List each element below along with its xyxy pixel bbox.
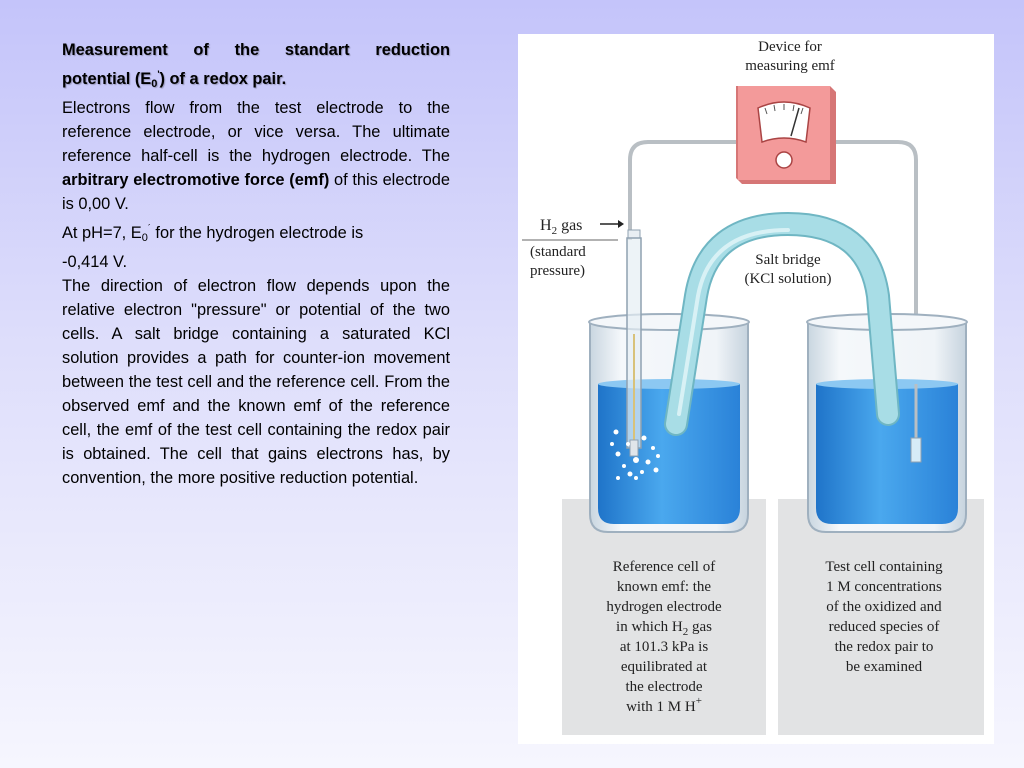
electrochemical-cell-figure: H2 gas (standard pressure) Device for me…	[518, 34, 994, 744]
reference-caption-line-3: hydrogen electrode	[606, 599, 722, 615]
paragraph-2-value: -0,414 V.	[62, 253, 128, 271]
h2-arrow-head	[618, 220, 624, 228]
test-caption-line-2: 1 M concentrations	[826, 579, 942, 595]
reference-caption-line-8: with 1 M H+	[626, 695, 702, 715]
paragraph-1: Electrons flow from the test electrode t…	[62, 96, 450, 216]
reference-caption-line-2: known emf: the	[617, 579, 711, 595]
title-superscript: '	[157, 69, 160, 79]
right-wire	[830, 140, 918, 384]
title-line-2-prefix: potential (E	[62, 70, 152, 88]
title-line-2-suffix: ) of a redox pair.	[159, 70, 287, 88]
meter-needle	[790, 107, 800, 137]
hydrogen-electrode-plate	[629, 439, 639, 457]
meter-knob	[775, 151, 793, 169]
title-subscript: 0	[151, 78, 158, 90]
h2-note-line-2: pressure)	[530, 263, 585, 279]
meter-scale-ticks	[764, 104, 804, 115]
title-line-1: Measurement of the standart reduction	[62, 41, 450, 59]
test-caption-line-4: reduced species of	[829, 619, 940, 635]
test-cell-panel	[778, 499, 984, 735]
paragraph-2-suffix: for the hydrogen electrode is	[150, 224, 364, 242]
meter-dial	[757, 101, 811, 144]
test-cell-caption: Test cell containing 1 M concentrations …	[825, 559, 943, 675]
salt-bridge-label-line-1: Salt bridge	[755, 252, 821, 268]
salt-bridge-label-line-2: (KCl solution)	[744, 271, 831, 287]
reference-caption-line-6: equilibrated at	[621, 659, 708, 675]
test-electrode	[910, 437, 922, 463]
test-caption-line-3: of the oxidized and	[826, 599, 942, 615]
salt-bridge-highlight	[677, 228, 790, 416]
paragraph-2-superscript: ´	[147, 223, 151, 233]
text-column: Measurement of the standart reduction po…	[62, 38, 450, 490]
paragraph-1-tail: of this electrode is 0,00 V.	[62, 171, 450, 213]
reference-cell-panel	[562, 499, 766, 735]
right-solution	[816, 384, 958, 524]
reference-caption-line-7: the electrode	[625, 679, 702, 695]
salt-bridge	[666, 213, 898, 434]
paragraph-1-text: Electrons flow from the test electrode t…	[62, 99, 450, 165]
left-solution-surface	[598, 379, 740, 389]
paragraph-2-subscript: 0	[141, 232, 148, 244]
h2-note-line-1: (standard	[530, 244, 586, 260]
device-label-line-1: Device for	[758, 39, 822, 55]
cell-diagram-svg: H2 gas (standard pressure) Device for me…	[518, 34, 994, 744]
paragraph-1-bold: arbitrary electromotive force (emf)	[62, 171, 330, 189]
reference-cell-caption: Reference cell of known emf: the hydroge…	[606, 559, 722, 715]
h2-gas-label: H2 gas	[540, 217, 582, 237]
hydrogen-bubbles	[610, 429, 660, 480]
paragraph-3: The direction of electron flow depends u…	[62, 277, 450, 487]
device-label-line-2: measuring emf	[745, 58, 835, 74]
left-beaker-rim	[588, 313, 750, 331]
paragraph-2-prefix: At pH=7, E	[62, 224, 142, 242]
slide-title: Measurement of the standart reduction po…	[62, 38, 450, 96]
h2-inlet-cap	[627, 229, 641, 239]
reference-caption-line-1: Reference cell of	[613, 559, 715, 575]
reference-caption-line-4: in which H2 gas	[616, 619, 712, 638]
test-caption-line-1: Test cell containing	[825, 559, 943, 575]
test-caption-line-6: be examined	[846, 659, 923, 675]
paragraph-2: At pH=7, E0´ for the hydrogen electrode …	[62, 216, 450, 274]
test-caption-line-5: the redox pair to	[835, 639, 934, 655]
reference-caption-line-5: at 101.3 kPa is	[620, 639, 708, 655]
left-wire	[628, 140, 742, 240]
